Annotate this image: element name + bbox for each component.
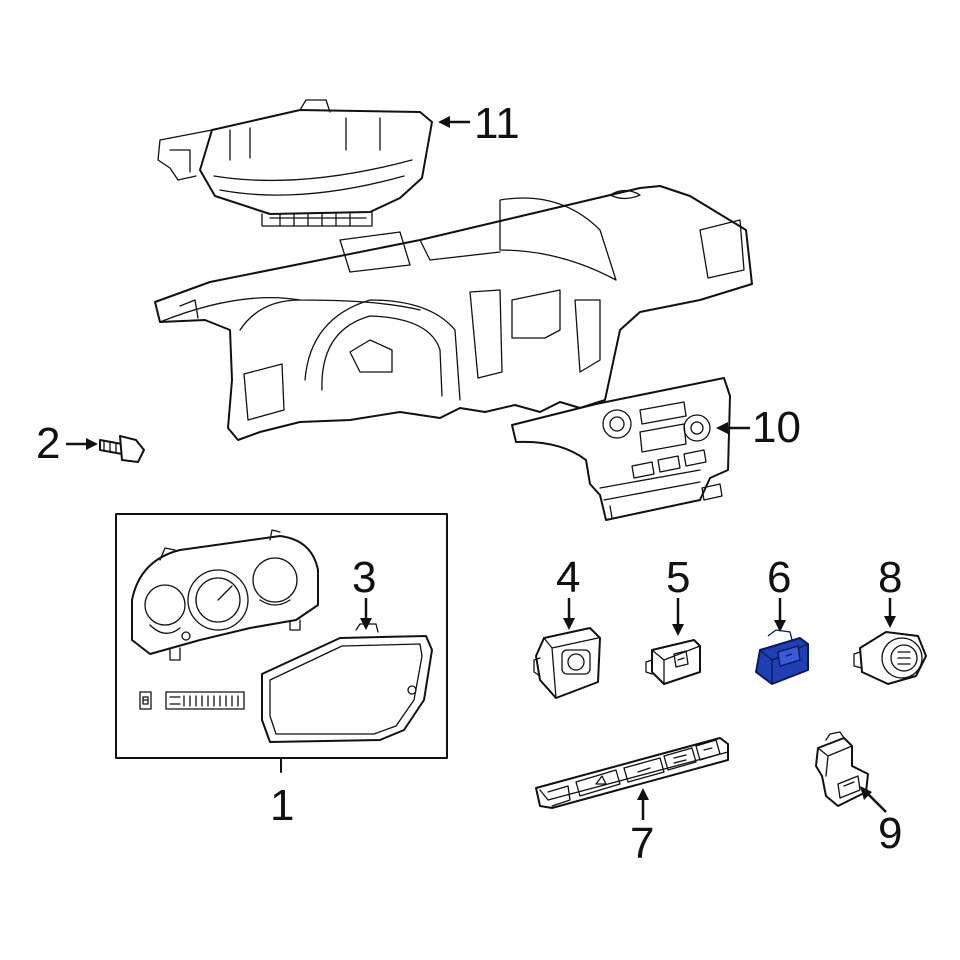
callout-6-label: 6 (767, 553, 791, 602)
callout-5-label: 5 (666, 553, 690, 602)
part-1-cluster-box (115, 513, 448, 773)
callout-1: 1 (270, 781, 294, 830)
part-2-bolt[interactable] (99, 435, 145, 463)
part-1-instrument-cluster[interactable] (131, 529, 319, 661)
callout-11: 11 (438, 99, 520, 148)
instrument-panel (154, 185, 753, 441)
callout-8: 8 (878, 553, 902, 628)
callout-1-label: 1 (270, 781, 294, 830)
part-1-small-parts (139, 691, 245, 710)
part-3-cluster-lens[interactable] (261, 623, 433, 743)
callout-2-label: 2 (36, 419, 60, 468)
callout-4: 4 (556, 553, 580, 630)
part-10-climate-panel[interactable] (511, 377, 731, 521)
part-9-connector-switch[interactable] (815, 731, 869, 807)
callout-5: 5 (666, 553, 690, 636)
part-4-switch[interactable] (533, 627, 601, 699)
part-8-round-switch[interactable] (853, 631, 927, 685)
callout-10-label: 10 (752, 403, 801, 452)
callout-6: 6 (767, 553, 791, 632)
callout-3: 3 (352, 553, 376, 630)
callout-9: 9 (860, 786, 902, 858)
callout-4-label: 4 (556, 553, 580, 602)
part-7-switch-strip[interactable] (535, 737, 729, 809)
part-6-switch-highlighted[interactable] (755, 629, 809, 685)
callout-11-label: 11 (474, 99, 520, 148)
part-5-switch[interactable] (645, 639, 701, 685)
callout-2: 2 (36, 419, 98, 468)
callout-3-label: 3 (352, 553, 376, 602)
callout-7-label: 7 (630, 819, 654, 868)
callout-10: 10 (716, 403, 801, 452)
part-11-display-unit[interactable] (157, 99, 433, 227)
callout-8-label: 8 (878, 553, 902, 602)
callout-9-label: 9 (878, 809, 902, 858)
callout-7: 7 (630, 788, 654, 868)
